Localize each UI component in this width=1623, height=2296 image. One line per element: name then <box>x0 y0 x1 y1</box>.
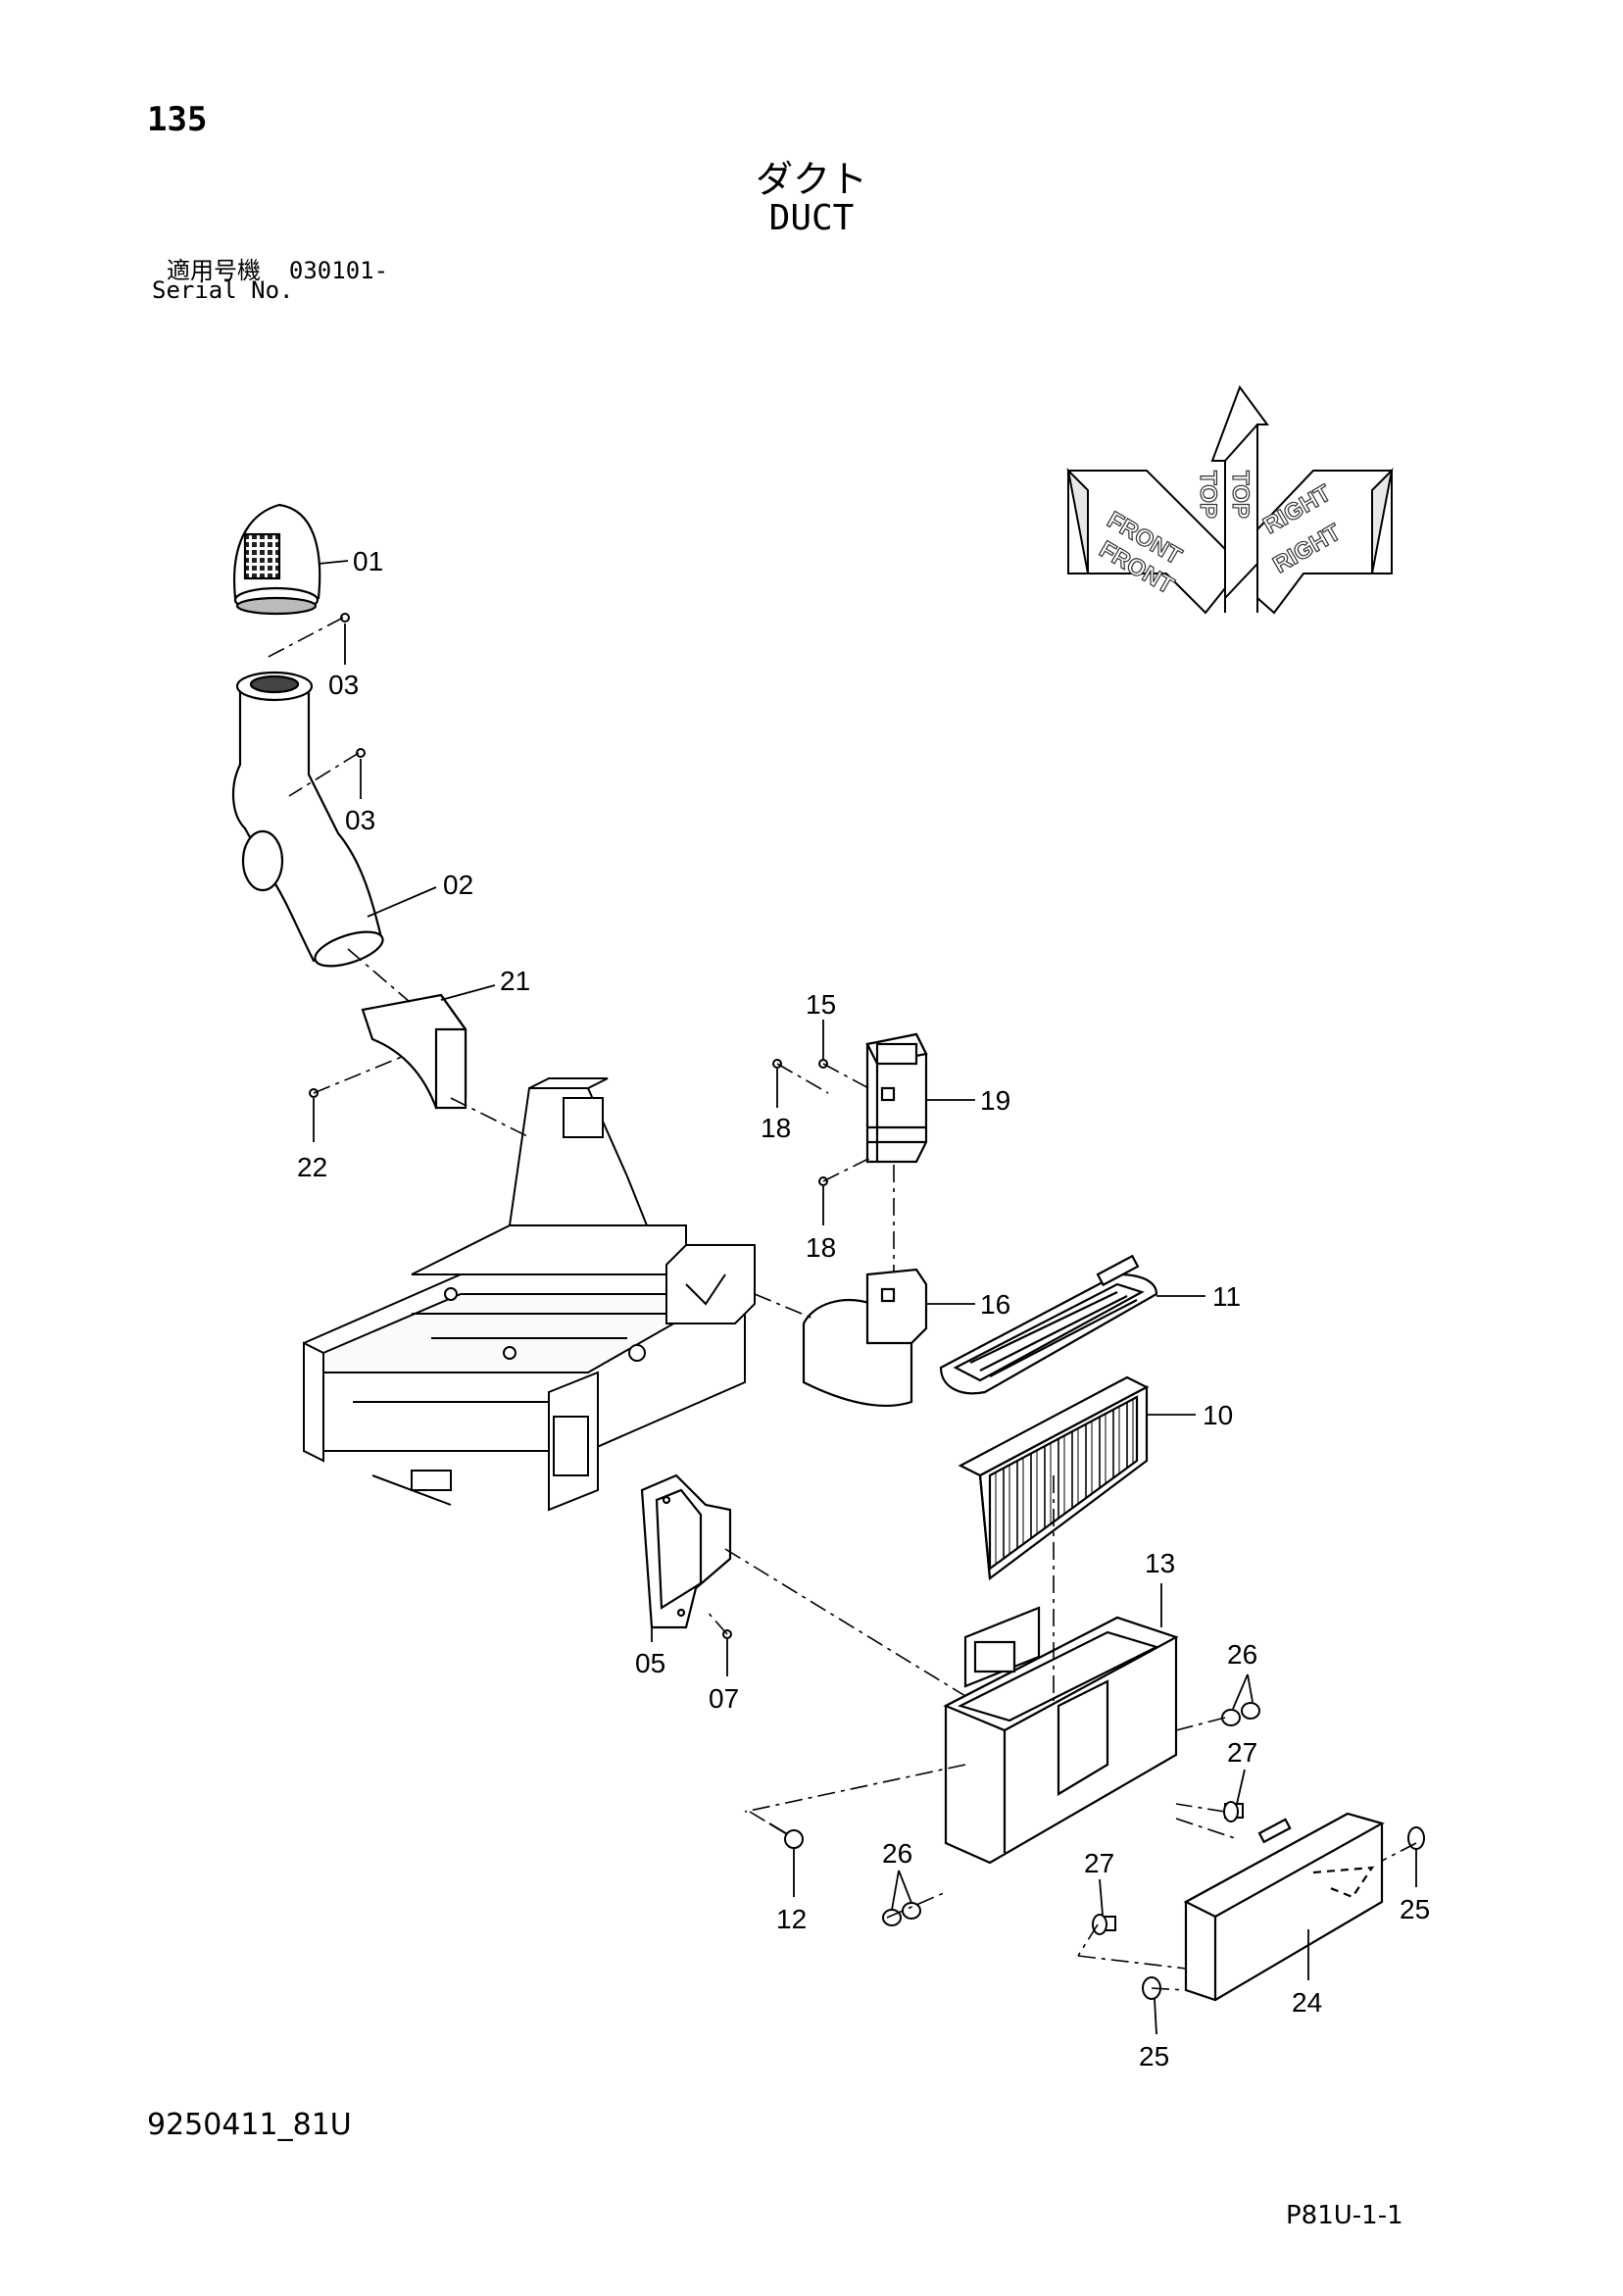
callout-03-lower: 03 <box>345 805 375 835</box>
page-code: P81U-1-1 <box>1286 2201 1403 2230</box>
serial-line-japanese: 適用号機 030101- <box>167 251 388 285</box>
part-21-elbow-duct <box>361 993 467 1110</box>
callout-05: 05 <box>635 1648 665 1678</box>
callout-21: 21 <box>500 966 530 996</box>
callout-03-upper: 03 <box>328 670 359 700</box>
callout-15: 15 <box>806 989 836 1020</box>
callout-18-upper: 18 <box>761 1113 791 1143</box>
nuts-26-upper <box>1221 1702 1260 1726</box>
callout-01: 01 <box>353 546 383 576</box>
screw-03-b <box>356 748 366 758</box>
serial-value: 030101- <box>288 257 389 284</box>
callout-22: 22 <box>297 1152 327 1182</box>
nuts-26-lower <box>882 1902 921 1926</box>
callout-25-right: 25 <box>1400 1894 1430 1924</box>
callout-19: 19 <box>980 1085 1010 1116</box>
front-arrow-shape <box>1067 470 1226 615</box>
callout-27-upper: 27 <box>1227 1737 1257 1768</box>
callout-12: 12 <box>776 1904 807 1934</box>
assembly-lines <box>264 617 1417 1991</box>
page-number: 135 <box>147 100 208 139</box>
part-13-filter-case <box>943 1606 1179 1865</box>
callout-07: 07 <box>709 1683 739 1714</box>
bolt-27-upper <box>1223 1801 1244 1822</box>
bolt-12 <box>768 1822 804 1849</box>
bolt-27-lower <box>1092 1914 1116 1935</box>
callout-26-upper: 26 <box>1227 1639 1257 1670</box>
part-24-side-cover <box>1183 1812 1385 2002</box>
title-english: DUCT <box>768 198 855 238</box>
right-arrow-shape <box>1256 470 1393 615</box>
callout-25-bottom: 25 <box>1139 2041 1169 2071</box>
callout-16: 16 <box>980 1289 1010 1320</box>
part-02-intake-pipe <box>231 671 384 968</box>
orientation-indicator <box>1066 384 1394 615</box>
part-10-pleated-filter <box>958 1375 1150 1581</box>
callout-26-lower: 26 <box>882 1838 912 1869</box>
callout-13: 13 <box>1145 1548 1175 1578</box>
document-code: 9250411_81U <box>147 2108 352 2142</box>
callout-24: 24 <box>1292 1987 1322 2018</box>
callout-18-lower: 18 <box>806 1232 836 1263</box>
screw-03-a <box>340 613 350 623</box>
part-05-side-duct <box>640 1473 732 1629</box>
part-11-filter-cover <box>939 1254 1158 1395</box>
callout-11: 11 <box>1212 1281 1241 1312</box>
title-japanese: ダクト <box>755 158 867 201</box>
callout-27-lower: 27 <box>1084 1848 1114 1878</box>
part-16-lower-vent-box <box>802 1268 928 1408</box>
part-01-inlet-cap <box>233 503 321 616</box>
serial-label-jp: 適用号機 <box>167 257 261 284</box>
leader-lines <box>313 560 1417 2035</box>
hvac-main-housing <box>303 1077 756 1512</box>
callout-10: 10 <box>1203 1400 1233 1430</box>
orientation-top-right: TOP <box>1227 471 1254 519</box>
part-19-upper-vent-box <box>865 1032 928 1164</box>
callout-02: 02 <box>443 870 473 900</box>
serial-label-english: Serial No. <box>152 276 294 304</box>
orientation-top-left: TOP <box>1195 471 1221 519</box>
top-arrow-shape <box>1210 384 1269 601</box>
